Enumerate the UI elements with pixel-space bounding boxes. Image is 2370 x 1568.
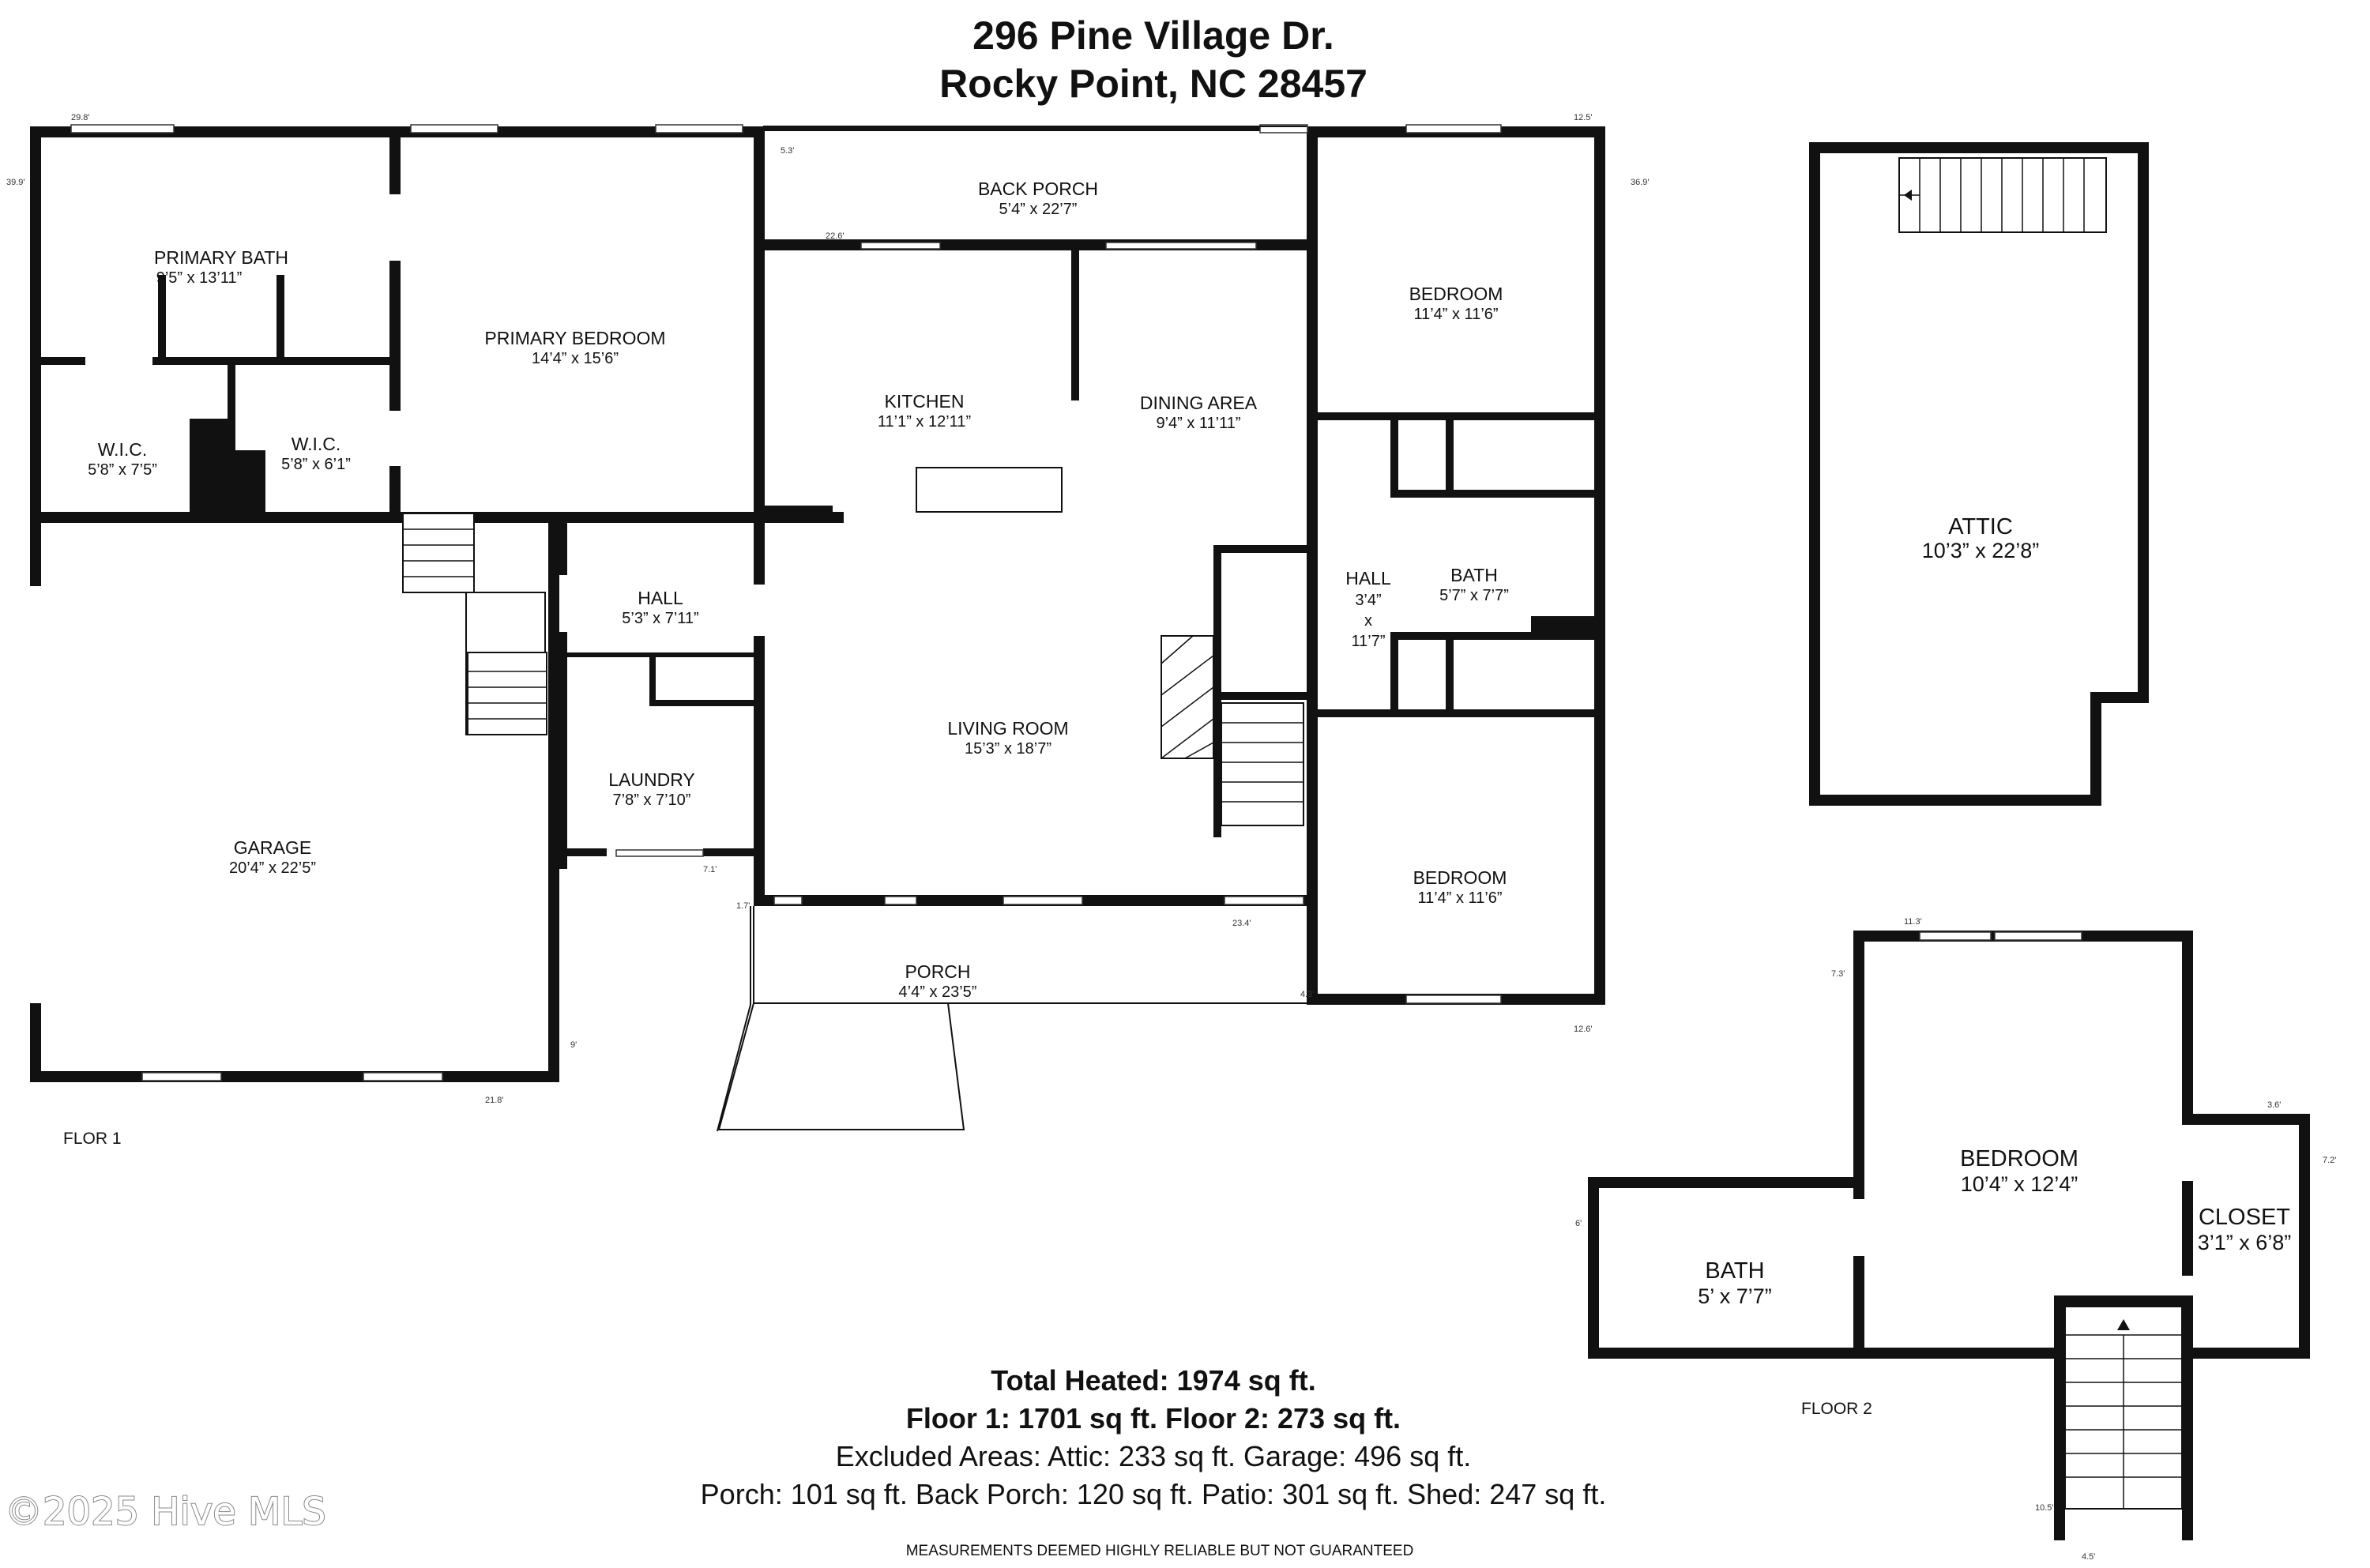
room-primary-bath-name: PRIMARY BATH xyxy=(154,247,288,268)
room-bath-up-dim: 5’ x 7’7” xyxy=(1698,1284,1772,1308)
attic-walls xyxy=(1809,142,2149,806)
room-wic-1-name: W.I.C. xyxy=(98,439,148,460)
room-hall-1-name: HALL xyxy=(638,588,683,608)
address-street: 296 Pine Village Dr. xyxy=(972,13,1334,58)
stairs-living xyxy=(1221,702,1304,826)
address-city: Rocky Point, NC 28457 xyxy=(939,62,1367,106)
room-bedroom-1-dim: 11’4” x 11’6” xyxy=(1413,306,1498,323)
floor-2-label: FLOOR 2 xyxy=(1801,1400,1872,1418)
room-hall-2-dim-a: 3’4” xyxy=(1355,592,1381,609)
floor-1-label: FLOR 1 xyxy=(63,1130,122,1148)
measure-label: 11.3' xyxy=(1904,917,1922,927)
room-hall-2-dim-x: x xyxy=(1364,612,1372,630)
measure-label: 21.8' xyxy=(485,1096,504,1105)
stairs-garage xyxy=(402,513,547,735)
room-back-porch-dim: 5’4” x 22’7” xyxy=(999,201,1078,218)
room-living-room-dim: 15’3” x 18’7” xyxy=(965,740,1051,758)
measure-label: 7.2' xyxy=(2323,1156,2336,1165)
measure-label: 12.6' xyxy=(1574,1025,1593,1034)
room-hall-2-dim-b: 11’7” xyxy=(1352,633,1386,650)
summary-total: Total Heated: 1974 sq ft. xyxy=(991,1364,1315,1397)
room-dining-area-dim: 9’4” x 11’11” xyxy=(1156,415,1240,432)
attic-stairs xyxy=(1898,157,2107,233)
room-laundry-dim: 7’8” x 7’10” xyxy=(613,792,691,809)
kitchen-island xyxy=(916,467,1063,513)
room-kitchen-name: KITCHEN xyxy=(885,391,965,412)
room-bedroom-up-name: BEDROOM xyxy=(1960,1146,2078,1171)
room-back-porch-name: BACK PORCH xyxy=(978,179,1098,199)
room-wic-2-dim: 5’8” x 6’1” xyxy=(281,456,351,473)
room-kitchen-dim: 11’1” x 12’11” xyxy=(878,413,971,431)
measure-label: 7.3' xyxy=(1831,969,1845,979)
measure-label: 36.9' xyxy=(1631,178,1650,187)
measure-label: 12.5' xyxy=(1574,113,1593,122)
measure-label: 1.7' xyxy=(736,901,750,911)
room-bath-1-name: BATH xyxy=(1450,565,1498,585)
room-attic-dim: 10’3” x 22’8” xyxy=(1922,539,2040,562)
watermark: ©2025 Hive MLS xyxy=(5,1490,326,1534)
measure-label: 23.4' xyxy=(1232,919,1251,928)
summary-porch: Porch: 101 sq ft. Back Porch: 120 sq ft.… xyxy=(701,1478,1607,1510)
room-bedroom-1-name: BEDROOM xyxy=(1409,284,1503,304)
room-dining-area-name: DINING AREA xyxy=(1140,393,1258,413)
room-bedroom-up-dim: 10’4” x 12’4” xyxy=(1961,1172,2078,1196)
room-bath-1-dim: 5’7” x 7’7” xyxy=(1439,587,1509,604)
room-garage-name: GARAGE xyxy=(234,837,311,858)
measure-label: 6' xyxy=(1575,1219,1582,1228)
front-porch-outline xyxy=(717,906,1307,1132)
measure-label: 10.5' xyxy=(2035,1503,2054,1513)
room-bedroom-2-name: BEDROOM xyxy=(1413,867,1507,888)
floor2-stairs xyxy=(2064,1306,2183,1510)
room-primary-bedroom-dim: 14’4” x 15’6” xyxy=(532,350,619,367)
room-laundry-name: LAUNDRY xyxy=(608,769,695,790)
floor2-windows xyxy=(1919,931,2082,941)
summary-excluded: Excluded Areas: Attic: 233 sq ft. Garage… xyxy=(836,1440,1471,1472)
room-living-room-name: LIVING ROOM xyxy=(947,718,1068,739)
measure-label: 9' xyxy=(570,1040,577,1050)
room-primary-bedroom-name: PRIMARY BEDROOM xyxy=(484,328,665,348)
floor1-walls xyxy=(30,126,1605,1082)
measure-label: 7.1' xyxy=(703,865,717,874)
room-garage-dim: 20’4” x 22’5” xyxy=(229,859,316,877)
summary-floors: Floor 1: 1701 sq ft. Floor 2: 273 sq ft. xyxy=(906,1402,1401,1435)
measure-label: 3.6' xyxy=(2267,1100,2281,1110)
measure-label: 5.3' xyxy=(781,146,794,156)
room-closet-name: CLOSET xyxy=(2199,1205,2290,1230)
room-porch-dim: 4’4” x 23’5” xyxy=(899,983,977,1001)
measure-label: 22.6' xyxy=(826,231,845,241)
floor1-windows xyxy=(70,124,1502,1081)
room-porch-name: PORCH xyxy=(905,961,970,982)
room-hall-1-dim: 5’3” x 7’11” xyxy=(622,610,698,627)
fireplace-icon xyxy=(1161,635,1214,759)
room-bedroom-2-dim: 11’4” x 11’6” xyxy=(1417,889,1502,907)
room-wic-1-dim: 5’8” x 7’5” xyxy=(88,461,157,479)
measure-label: 4.3' xyxy=(1300,990,1314,999)
measure-label: 29.8' xyxy=(71,113,90,122)
disclaimer: MEASUREMENTS DEEMED HIGHLY RELIABLE BUT … xyxy=(906,1543,1414,1559)
room-bath-up-name: BATH xyxy=(1705,1258,1764,1284)
room-primary-bath-dim: 9’5” x 13’11” xyxy=(156,269,243,287)
measure-label: 4.5' xyxy=(2082,1552,2095,1562)
measure-label: 39.9' xyxy=(6,178,25,187)
room-wic-2-name: W.I.C. xyxy=(292,434,341,454)
room-hall-2-name: HALL xyxy=(1345,568,1391,588)
room-closet-dim: 3’1” x 6’8” xyxy=(2198,1231,2292,1254)
room-attic-name: ATTIC xyxy=(1948,514,2013,540)
